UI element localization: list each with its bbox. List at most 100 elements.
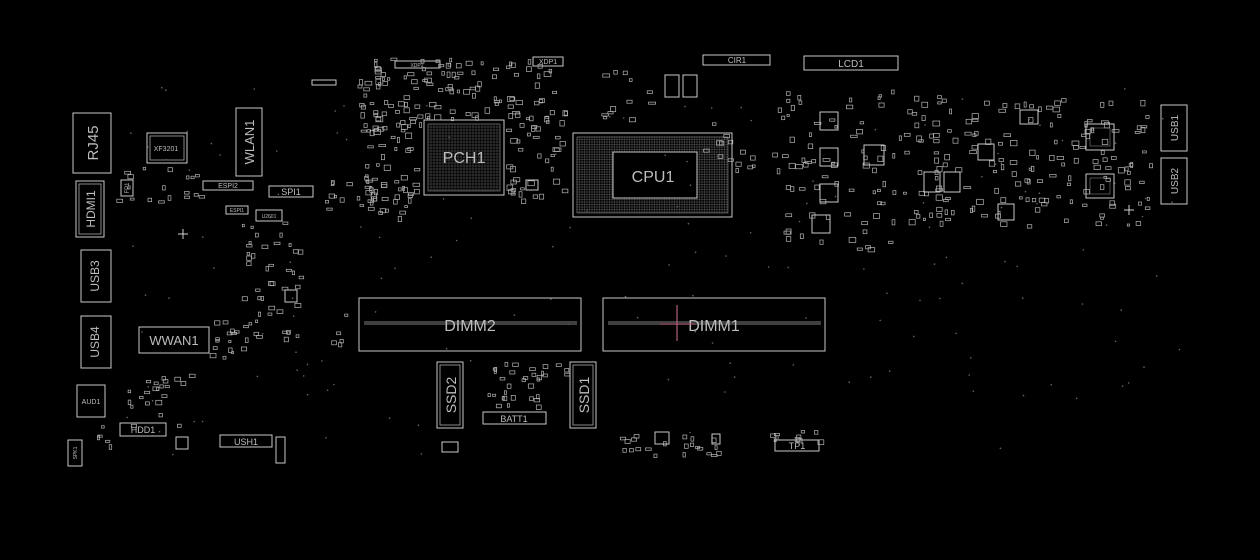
via (729, 362, 731, 365)
passive-component (536, 377, 541, 382)
passive-component (548, 68, 553, 74)
passive-component (1056, 195, 1061, 199)
passive-component (518, 147, 524, 152)
usb4-connector[interactable]: USB4 (80, 315, 112, 369)
passive-component (250, 225, 254, 229)
passive-component (371, 196, 378, 202)
passive-component (356, 196, 361, 201)
usb1-connector[interactable]: USB1 (1160, 104, 1188, 152)
passive-component (809, 132, 812, 137)
hdd1-connector[interactable]: HDD1 (119, 422, 167, 437)
passive-component (515, 112, 521, 118)
passive-component (374, 58, 378, 62)
via (955, 332, 957, 335)
passive-component (891, 219, 896, 226)
passive-component (821, 175, 829, 179)
passive-component (360, 104, 366, 110)
passive-component (877, 188, 881, 192)
dimm1-slot[interactable]: DIMM1 (602, 297, 826, 352)
passive-component (403, 75, 407, 80)
via (455, 239, 458, 242)
passive-component (969, 150, 977, 155)
hdmi1-connector[interactable]: HDMI1 (75, 180, 105, 238)
xdp1-header[interactable]: XDP1 (532, 56, 564, 67)
batt1-connector[interactable]: BATT1 (482, 411, 547, 425)
passive-component (248, 322, 253, 326)
passive-component (283, 336, 289, 343)
passive-component (727, 158, 734, 162)
passive-component (409, 117, 417, 121)
via (624, 295, 627, 298)
passive-component (626, 99, 633, 104)
passive-component (1046, 105, 1054, 110)
ush1-connector[interactable]: USH1 (219, 434, 273, 448)
espi2-header[interactable]: ESPI2 (202, 180, 254, 191)
passive-component (1011, 171, 1017, 177)
via (879, 319, 881, 322)
passive-component (781, 115, 786, 121)
xf3201-label: XF3201 (154, 146, 179, 153)
pch1-chip[interactable]: PCH1 (423, 119, 505, 196)
passive-component (1073, 157, 1079, 164)
passive-component (933, 133, 940, 138)
aud1-jack[interactable]: AUD1 (76, 384, 106, 418)
u2601-chip[interactable]: U2601 (255, 209, 283, 222)
dimm2-slot[interactable]: DIMM2 (358, 297, 582, 352)
passive-component (1101, 138, 1109, 145)
wwan1-connector[interactable]: WWAN1 (138, 326, 210, 354)
passive-component (1083, 189, 1090, 195)
passive-component (936, 185, 943, 192)
ssd2-slot[interactable]: SSD2 (436, 361, 464, 429)
passive-component (682, 434, 688, 440)
passive-component (913, 210, 919, 215)
wlan1-connector[interactable]: WLAN1 (235, 107, 263, 177)
passive-component (493, 96, 497, 101)
xf3201-component[interactable]: XF3201 (146, 132, 188, 164)
passive-component (374, 61, 378, 68)
passive-component (682, 452, 686, 458)
passive-component (690, 436, 695, 442)
via (345, 138, 348, 141)
fp1-connector[interactable]: FP1 (120, 179, 134, 197)
via (1114, 340, 1117, 343)
cpu1-chip[interactable]: CPU1 (572, 132, 733, 218)
passive-component (541, 370, 544, 376)
passive-component (388, 104, 394, 108)
usb2-connector[interactable]: USB2 (1160, 157, 1188, 205)
ssd1-slot[interactable]: SSD1 (569, 361, 597, 429)
passive-component (405, 148, 411, 153)
passive-component (344, 313, 349, 317)
usb3-connector[interactable]: USB3 (80, 249, 112, 303)
via (870, 376, 872, 378)
passive-component (1125, 186, 1131, 191)
passive-component (544, 116, 550, 123)
passive-component (130, 404, 134, 409)
passive-component (1139, 180, 1145, 184)
lcd1-connector[interactable]: LCD1 (803, 55, 899, 71)
passive-component (365, 179, 374, 183)
passive-component (499, 99, 502, 103)
passive-component (538, 193, 545, 200)
xdp2-header[interactable]: XDP2 (394, 60, 441, 69)
via (724, 391, 726, 393)
passive-component (1028, 167, 1032, 171)
passive-component (384, 100, 389, 105)
passive-component (1064, 218, 1069, 223)
via (141, 331, 143, 333)
passive-component (226, 331, 233, 336)
spk1-connector[interactable]: SPK1 (67, 439, 83, 467)
passive-component (167, 195, 172, 201)
batt1-label: BATT1 (500, 414, 527, 424)
via (689, 431, 691, 434)
cir1-connector[interactable]: CIR1 (702, 54, 771, 66)
rj45-connector[interactable]: RJ45 (72, 112, 112, 174)
passive-component (629, 117, 636, 123)
spi1-header[interactable]: SPI1 (268, 185, 314, 198)
passive-component (413, 86, 419, 90)
hdmi1-label: HDMI1 (84, 190, 98, 228)
espi1-header[interactable]: ESPI1 (225, 205, 249, 215)
via (1004, 260, 1006, 263)
passive-component (798, 100, 803, 105)
passive-component (367, 206, 375, 211)
